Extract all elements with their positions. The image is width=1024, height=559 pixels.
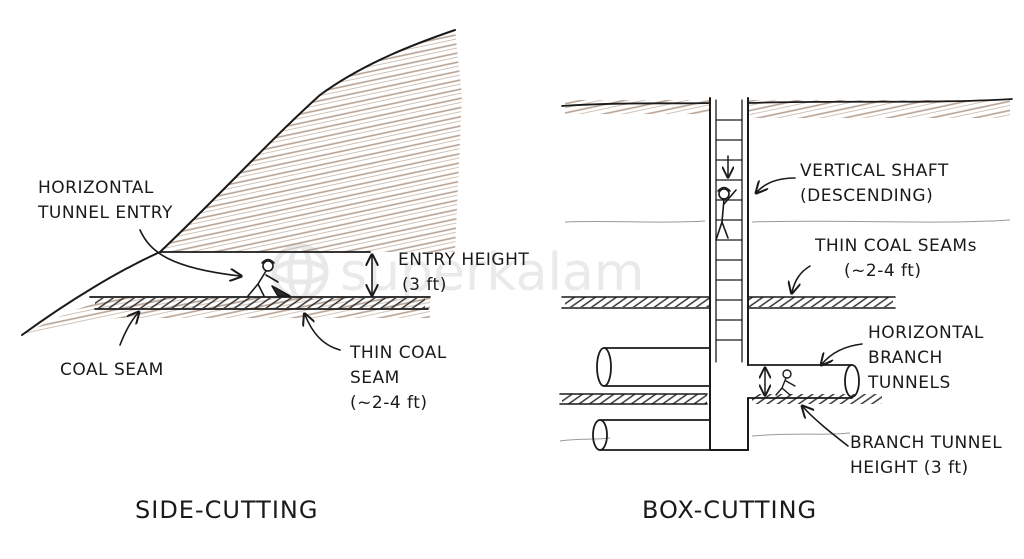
- coal-seam-label: COAL SEAM: [60, 360, 164, 380]
- stratum-line: [751, 219, 1011, 223]
- lower-coal-seam-right: [752, 394, 882, 404]
- branch-tunnels-arrow: [822, 343, 863, 364]
- shaft-arrow: [757, 177, 796, 192]
- upper-coal-seam-right: [748, 297, 893, 307]
- side-cutting-title: SIDE-CUTTING: [135, 496, 318, 524]
- watermark: superkalam: [271, 243, 644, 303]
- branch-tunnel-left-lower: [592, 419, 711, 451]
- thin-seams-label: THIN COAL SEAMs (~2-4 ft): [814, 236, 983, 281]
- branch-tunnels-label: HORIZONTAL BRANCH TUNNELS: [867, 323, 990, 393]
- surface-soil-right: [748, 100, 1010, 118]
- entry-label: HORIZONTAL TUNNEL ENTRY: [37, 178, 173, 223]
- surface-soil-left: [565, 100, 710, 114]
- hillside-upper: [160, 30, 462, 252]
- climbing-miner-icon: [715, 186, 737, 241]
- shaft-label: VERTICAL SHAFT (DESCENDING): [800, 161, 955, 206]
- branch-tunnel-left-upper: [596, 347, 711, 387]
- entry-arrow: [139, 229, 240, 276]
- side-cutting-panel: HORIZONTAL TUNNEL ENTRY ENTRY HEIGHT (3 …: [21, 29, 535, 524]
- branch-miner-icon: [775, 369, 796, 396]
- surface-line-left: [561, 102, 711, 107]
- stratum-line: [559, 437, 611, 442]
- watermark-logo-icon: [271, 243, 329, 301]
- ladder: [715, 99, 743, 363]
- miner-icon: [247, 258, 291, 297]
- stratum-line: [564, 220, 706, 223]
- coal-seam-band: [95, 298, 425, 308]
- hill-outline: [21, 29, 456, 336]
- watermark-text: superkalam: [340, 243, 644, 303]
- branch-tunnel-right: [747, 364, 860, 399]
- lower-coal-seam-left: [562, 394, 707, 404]
- thin-seam-arrow: [305, 315, 341, 351]
- coal-seam-arrow: [119, 313, 138, 346]
- upper-coal-seam-left: [565, 297, 710, 307]
- thin-seams-arrow: [792, 265, 811, 292]
- box-cutting-panel: VERTICAL SHAFT (DESCENDING) THIN COAL SE…: [559, 97, 1013, 524]
- branch-height-label: BRANCH TUNNEL HEIGHT (3 ft): [850, 433, 1008, 478]
- stratum-line: [751, 432, 851, 437]
- thin-seam-label: THIN COAL SEAM (~2-4 ft): [349, 343, 453, 413]
- entry-height-label: ENTRY HEIGHT (3 ft): [398, 250, 535, 295]
- surface-line-right: [747, 98, 1013, 104]
- branch-height-arrow: [803, 407, 849, 447]
- box-cutting-title: BOX-CUTTING: [642, 496, 817, 524]
